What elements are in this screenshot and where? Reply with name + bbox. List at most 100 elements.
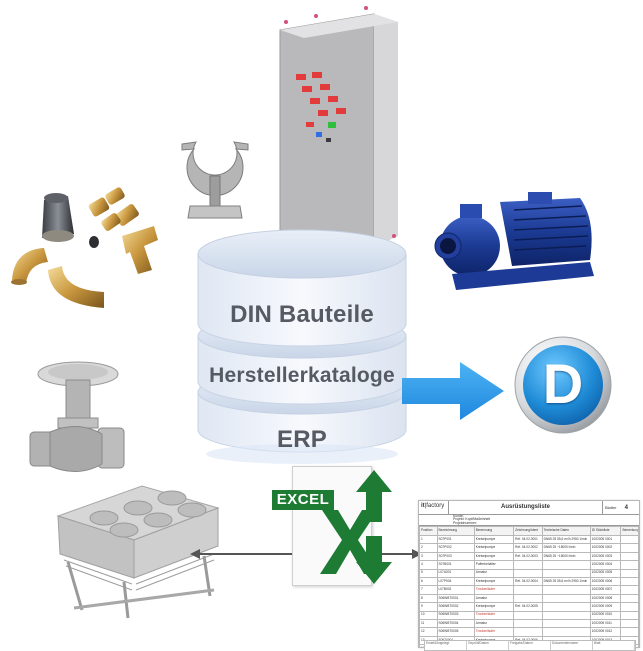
table-cell: 1002005 0004 bbox=[589, 560, 622, 570]
table-cell bbox=[513, 618, 543, 629]
table-cell: 2 bbox=[419, 543, 438, 553]
table-cell: 1002005 0002 bbox=[589, 543, 622, 553]
table-cell: Ref. 04.02.0004 bbox=[513, 576, 543, 587]
table-cell: 1002005 0005 bbox=[589, 568, 622, 578]
control-cabinet-icon bbox=[279, 6, 398, 247]
doc-header-cell: Zeichnung/Ident bbox=[513, 526, 543, 536]
table-cell: 1 bbox=[419, 534, 438, 545]
doc-logo-factory: factory bbox=[426, 503, 445, 509]
db-layer-erp: ERP bbox=[277, 426, 327, 453]
excel-icon bbox=[320, 470, 392, 584]
doc-meta-line: Kunde: bbox=[453, 514, 464, 518]
doc-meta: Kunde: Projekt: Kopf/Maßeinheit Projektn… bbox=[419, 514, 639, 526]
doc-footer-cell: Freigabe/Datum bbox=[509, 641, 551, 650]
table-cell: 3 bbox=[419, 551, 438, 562]
doc-logo: it|factory bbox=[419, 501, 449, 514]
doc-sheet: Blattnr 4 bbox=[603, 501, 639, 514]
table-cell: S06WBT0005 bbox=[436, 627, 475, 637]
table-cell bbox=[620, 593, 639, 604]
table-cell: 4 bbox=[419, 560, 438, 570]
doc-sheet-label: Blattnr bbox=[605, 505, 617, 510]
table-cell bbox=[620, 534, 639, 545]
logo-letter: D bbox=[542, 352, 584, 415]
pipe-fittings-icon bbox=[11, 187, 158, 308]
table-cell: L07B002 bbox=[436, 585, 475, 595]
table-cell bbox=[513, 568, 543, 578]
table-cell bbox=[541, 593, 591, 604]
doc-title: Ausrüstungsliste bbox=[449, 501, 603, 514]
table-cell: Kreiselpumpe bbox=[473, 534, 515, 545]
table-cell bbox=[541, 602, 591, 612]
doc-header-cell: Technische Daten bbox=[541, 526, 591, 536]
table-cell bbox=[620, 627, 639, 637]
table-cell bbox=[541, 627, 591, 637]
table-cell: S07B001 bbox=[436, 560, 475, 570]
table-cell: Trockenläufer bbox=[473, 610, 515, 620]
doc-header-cell: Bemerkung bbox=[620, 526, 639, 536]
table-cell bbox=[513, 610, 543, 620]
target-app-logo bbox=[514, 336, 612, 434]
table-cell bbox=[620, 551, 639, 562]
table-cell: Ref. 04.02.0002 bbox=[513, 543, 543, 553]
table-cell: S06WBT0003 bbox=[436, 610, 475, 620]
table-cell bbox=[541, 610, 591, 620]
database-cylinder bbox=[197, 229, 407, 464]
table-cell: Trockenläufer bbox=[473, 585, 515, 595]
table-cell: 1002005 0007 bbox=[589, 585, 622, 595]
table-cell bbox=[620, 585, 639, 595]
table-cell: 12 bbox=[419, 627, 438, 637]
table-cell: 1002005 0011 bbox=[589, 618, 622, 629]
table-cell: 6 bbox=[419, 576, 438, 587]
export-arrow bbox=[402, 362, 504, 420]
table-cell: Kreiselpumpe bbox=[473, 551, 515, 562]
valve-icon bbox=[29, 361, 125, 472]
table-cell: S07P003 bbox=[436, 551, 475, 562]
table-cell bbox=[620, 560, 639, 570]
doc-sheet-no: 4 bbox=[624, 505, 628, 511]
table-cell: 1002005 0009 bbox=[589, 602, 622, 612]
table-cell bbox=[620, 610, 639, 620]
table-cell: S06WBT0002 bbox=[436, 602, 475, 612]
table-cell: Ref. 04.02.0001 bbox=[513, 534, 543, 545]
table-cell: 1002005 0006 bbox=[589, 576, 622, 587]
table-cell bbox=[620, 602, 639, 612]
table-cell bbox=[541, 618, 591, 629]
table-cell: 9 bbox=[419, 602, 438, 612]
doc-footer-cell: Geprüft/Datum bbox=[467, 641, 509, 650]
table-cell bbox=[513, 593, 543, 604]
doc-footer-cell: Dokumentenname bbox=[551, 641, 593, 650]
table-cell: S06WBT0001 bbox=[436, 593, 475, 604]
table-cell: 7 bbox=[419, 585, 438, 595]
excel-label: EXCEL bbox=[272, 490, 334, 510]
table-cell: S07P001 bbox=[436, 534, 475, 545]
table-cell: 1002005 0001 bbox=[589, 534, 622, 545]
table-cell: 5 bbox=[419, 568, 438, 578]
cooling-unit-icon bbox=[56, 485, 220, 619]
table-cell: 1002005 0012 bbox=[589, 627, 622, 637]
table-cell bbox=[513, 560, 543, 570]
table-cell: DN65 25 ~18000 l/min bbox=[541, 543, 591, 553]
table-cell: 11 bbox=[419, 618, 438, 629]
table-cell: 1002005 0003 bbox=[589, 551, 622, 562]
table-cell: 1002005 0008 bbox=[589, 593, 622, 604]
doc-header-cell: Benennung bbox=[473, 526, 515, 536]
table-cell: S07P002 bbox=[436, 543, 475, 553]
centrifugal-pump-icon bbox=[434, 192, 594, 290]
doc-header-cell: ID Stückliste bbox=[589, 526, 622, 536]
table-cell: Armatur bbox=[473, 618, 515, 629]
table-cell bbox=[541, 585, 591, 595]
doc-header-cell: Bezeichnung bbox=[436, 526, 475, 536]
table-cell: L07A001 bbox=[436, 568, 475, 578]
table-cell bbox=[620, 576, 639, 587]
